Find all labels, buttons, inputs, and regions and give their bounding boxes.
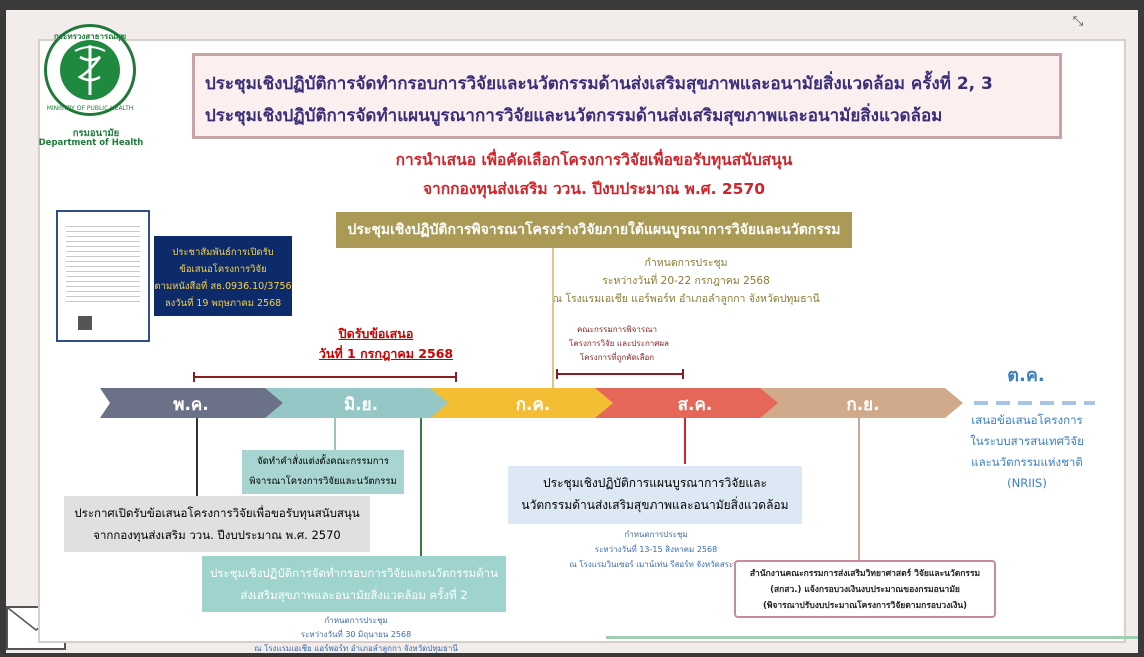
framework-meeting-box: ประชุมเชิงปฏิบัติการจัดทำกรอบการวิจัยและ… [202,556,506,612]
framework-sched-2: ระหว่างวันที่ 30 มิถุนายน 2568 [300,630,412,639]
call-box: ประกาศเปิดรับข้อเสนอโครงการวิจัยเพื่อขอร… [64,496,370,552]
committee-setup-line-2: พิจารณาโครงการวิจัยและนวัตกรรม [249,476,397,487]
month-jul: ก.ค. [515,395,551,415]
jun-connector-1 [334,418,336,450]
tsri-line-2: (สกสว.) แจ้งกรอบวงเงินงบประมาณของกรมอนาม… [770,585,960,595]
tsri-line-1: สำนักงานคณะกรรมการส่งเสริมวิทยาศาสตร์ วิ… [749,569,981,579]
month-sep: ก.ย. [846,395,880,415]
committee-bracket [556,369,684,379]
month-oct: ต.ค. [1007,365,1045,386]
bottom-rule [606,636,1138,639]
plan-meeting-box: ประชุมเชิงปฏิบัติการแผนบูรณาการวิจัยและ … [508,466,802,524]
committee-bracket-line [558,373,682,375]
doc-lines [66,222,140,302]
heading-line-1: การนำเสนอ เพื่อคัดเลือกโครงการวิจัยเพื่อ… [395,151,793,169]
oct-line-1: เสนอข้อเสนอโครงการ [971,413,1083,427]
committee-line-3: โครงการที่ถูกคัดเลือก [579,353,655,362]
consider-sched-3: ณ โรงแรมเอเชีย แอร์พอร์ท อำเภอลำลูกกา จั… [552,293,820,305]
fullscreen-button[interactable]: ⤡ [1072,14,1084,29]
call-period-bracket [193,372,457,382]
plan-line-1: ประชุมเชิงปฏิบัติการแผนบูรณาการวิจัยและ [543,476,767,490]
oct-line-4: (NRIIS) [1007,476,1047,490]
consider-sched-2: ระหว่างวันที่ 20-22 กรกฎาคม 2568 [602,275,770,287]
announcement-document [56,210,150,342]
arrow-jul [430,388,618,418]
month-aug: ส.ค. [677,395,713,415]
doc-qr [78,316,92,330]
close-call-title: ปิดรับข้อเสนอ [338,326,414,341]
month-may: พ.ค. [173,395,209,415]
slide: ⤡ กระทรวงสาธารณสุข MINISTRY OF PUBLIC HE… [6,10,1138,653]
dept-name-en: Department of Health [38,138,144,148]
framework-sched-3: ณ โรงแรมเอเชีย แอร์พอร์ท อำเภอลำลูกกา จั… [254,644,458,653]
plan-sched-2: ระหว่างวันที่ 13-15 สิงหาคม 2568 [594,545,718,554]
timeline [100,388,1095,418]
tsri-line-3: (พิจารณาปรับงบประมาณโครงการวิจัยตามกรอบว… [762,601,968,611]
ministry-logo [44,24,136,116]
call-period-line [195,376,455,378]
plan-sched-1: กำหนดการประชุม [624,530,688,539]
arrow-aug [595,388,783,418]
consider-connector [552,248,554,390]
oct-line-2: ในระบบสารสนเทศวิจัย [970,434,1084,448]
oct-text: เสนอข้อเสนอโครงการ ในระบบสารสนเทศวิจัย แ… [960,410,1094,494]
title-line-1: ประชุมเชิงปฏิบัติการจัดทำกรอบการวิจัยและ… [205,74,993,94]
announce-line-1: ประชาสัมพันธ์การเปิดรับ [172,247,274,258]
consider-sched-1: กำหนดการประชุม [644,257,728,269]
arrow-jun [265,388,453,418]
plan-line-2: นวัตกรรมด้านส่งเสริมสุขภาพและอนามัยสิ่งแ… [521,498,789,512]
plan-sched-3: ณ โรงแรมวินเซอร์ เมาน์เท่น รีสอร์ท จังหว… [569,560,743,569]
sep-connector [858,418,860,560]
committee-line-1: คณะกรรมการพิจารณา [576,325,658,334]
call-line-1: ประกาศเปิดรับข้อเสนอโครงการวิจัยเพื่อขอร… [74,506,360,520]
framework-sched-1: กำหนดการประชุม [324,616,388,625]
oct-line-3: และนวัตกรรมแห่งชาติ [971,455,1083,469]
committee-setup-line-1: จัดทำคำสั่งแต่งตั้งคณะกรรมการ [257,456,389,467]
logo-arc-text: กระทรวงสาธารณสุข [53,32,127,41]
announcement-box: ประชาสัมพันธ์การเปิดรับ ข้อเสนอโครงการวิ… [154,236,292,316]
committee-line-2: โครงการวิจัย และประกาศผล [569,339,669,348]
may-connector [196,418,198,500]
call-line-2: จากกองทุนส่งเสริม ววน. ปีงบประมาณ พ.ศ. 2… [93,528,341,542]
title-box: ประชุมเชิงปฏิบัติการจัดทำกรอบการวิจัยและ… [192,53,1062,139]
announce-line-4: ลงวันที่ 19 พฤษภาคม 2568 [164,298,282,309]
caduceus-icon [60,40,120,100]
heading-line-2: จากกองทุนส่งเสริม ววน. ปีงบประมาณ พ.ศ. 2… [422,180,766,198]
framework-line-1: ประชุมเชิงปฏิบัติการจัดทำกรอบการวิจัยและ… [209,566,498,580]
tsri-box: สำนักงานคณะกรรมการส่งเสริมวิทยาศาสตร์ วิ… [734,560,996,618]
month-jun: มิ.ย. [343,395,379,415]
announce-line-3: ตามหนังสือที่ สธ.0936.10/3756 [154,281,292,292]
dept-name-th: กรมอนามัย [72,128,120,139]
framework-line-2: ส่งเสริมสุขภาพและอนามัยสิ่งแวดล้อม ครั้ง… [240,588,468,602]
committee-setup-box: จัดทำคำสั่งแต่งตั้งคณะกรรมการ พิจารณาโคร… [242,450,404,494]
consider-meeting-box: ประชุมเชิงปฏิบัติการพิจารณาโครงร่างวิจัย… [336,212,852,248]
close-call-date: วันที่ 1 กรกฎาคม 2568 [318,346,454,361]
jun-connector-2 [420,418,422,560]
aug-connector [684,418,686,464]
title-line-2: ประชุมเชิงปฏิบัติการจัดทำแผนบูรณาการวิจั… [205,106,943,126]
announce-line-2: ข้อเสนอโครงการวิจัย [179,264,267,275]
arrow-sep [760,388,963,418]
arrow-may [100,388,288,418]
logo-ring-text: MINISTRY OF PUBLIC HEALTH [46,105,134,112]
